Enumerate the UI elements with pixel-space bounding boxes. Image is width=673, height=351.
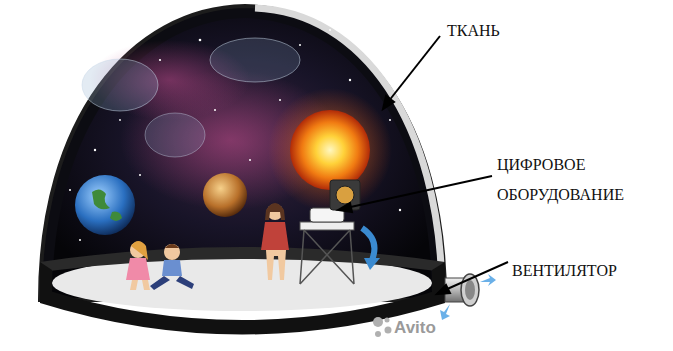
part-label: ЦИФРОВОЕ ОБОРУДОВАНИЕ <box>497 150 662 210</box>
part-label: ТКАНЬ <box>447 22 567 40</box>
watermark: Avito <box>394 318 474 338</box>
part-label: ВЕНТИЛЯТОР <box>512 262 662 280</box>
